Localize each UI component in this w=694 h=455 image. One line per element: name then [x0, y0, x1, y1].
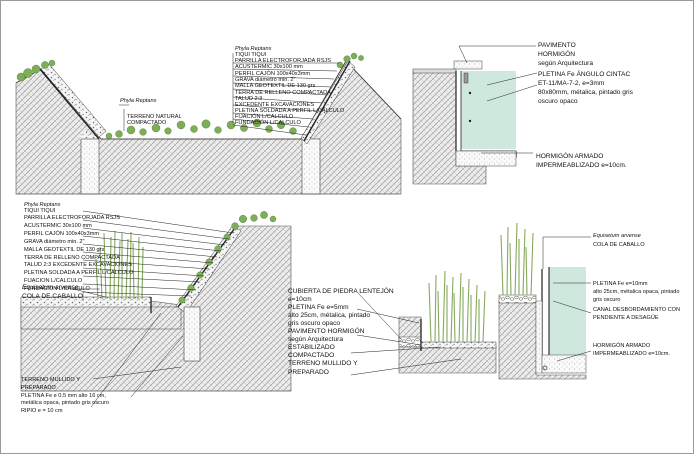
spec-label: PLETINA Fe ÁNGULO CINTAC	[538, 69, 630, 78]
spec-label: PREPARADO	[21, 385, 56, 391]
spec-label: según Arquitectura	[538, 60, 593, 67]
spec-label: PERFIL CAJÓN 100x40x3mm	[24, 230, 99, 237]
spec-label: TALUD 2:3	[235, 96, 262, 102]
species-label: Phyla Reptans	[24, 202, 61, 208]
spec-label: PAVIMENTO	[538, 42, 576, 49]
reed-icon	[500, 222, 534, 296]
spec-label: PARRILLA ELECTROFORJADA RSJS	[24, 215, 120, 221]
species-label: Phyla Reptans	[120, 98, 157, 104]
shrub-icon	[16, 52, 364, 140]
spec-label: PAVIMENTO HORMIGÓN	[288, 326, 365, 335]
spec-label: IMPERMEABLIZADO e=10cm.	[536, 162, 627, 169]
spec-label: TERRENO MULLIDO Y	[21, 377, 80, 383]
spec-label: HORMIGÓN	[538, 49, 575, 58]
species-label: Equisetum arvense	[593, 233, 641, 239]
spec-label: FIJACIÓN L/CALCULO	[235, 113, 294, 120]
terrain-label: TERRENO NATURAL	[127, 114, 182, 120]
section-2: PAVIMENTO HORMIGÓN según Arquitectura PL…	[412, 42, 634, 185]
spec-label: FUNDACION L/CALCULO	[24, 286, 91, 292]
spec-label: PLETINA Fe e=5mm	[288, 304, 349, 311]
section-4: CUBIERTA DE PIEDRA LENTEJÓN e=10cm PLETI…	[288, 270, 497, 376]
foundation-right	[301, 138, 321, 195]
spec-label: PLETINA SOLDADA A PERFIL L/CALCULO	[235, 108, 345, 114]
terrain-label: COMPACTADO	[127, 120, 167, 126]
spec-label: Phyla Reptans	[235, 46, 272, 52]
spec-label: FIJACION L/CALCULO	[24, 278, 83, 284]
reed-icon	[95, 230, 144, 300]
spec-label: TALUD 2:3 EXCEDENTE EXCAVACIONES	[24, 262, 132, 268]
species-label: COLA DE CABALLO	[22, 293, 83, 300]
spec-label: MALLA GEOTEXTIL DE 130 grs	[235, 83, 316, 89]
water-body	[461, 71, 516, 149]
foundation-left	[80, 138, 100, 195]
spec-label: PREPARADO	[288, 369, 329, 376]
water-body	[549, 267, 586, 355]
spec-label: e=10cm	[288, 296, 312, 303]
spec-label: PERFIL CAJÓN 100x40x3mm	[235, 70, 310, 77]
spec-label: PARRILLA ELECTROFORJADA RSJS	[235, 58, 331, 64]
section-3: Phyla Reptans TIQUI TIQUI PARRILLA ELECT…	[20, 202, 292, 414]
spec-label: TIQUI TIQUI	[235, 52, 267, 58]
spec-label: TERRA DE RELLENO COMPACTADA	[235, 90, 331, 96]
spec-label: EXCEDENTE EXCAVACIONES	[235, 102, 314, 108]
spec-label: alto 25cm, métalica opaca, pintado	[593, 289, 679, 295]
spec-label: FUNDACIÓN L/CALCULO	[235, 119, 302, 126]
spec-label: CANAL DESBORDAMIENTO CON	[593, 307, 680, 313]
spec-label: metálica opaca, pintado gris oscuro	[21, 400, 109, 406]
spec-label: PLETINA Fe e=10mm	[593, 281, 648, 287]
spec-label: PENDIENTE A DESAGÜE	[593, 314, 659, 321]
spec-label: ESTABILIZADO	[288, 344, 335, 351]
spec-label: PLETINA Fe e 0.5 mm alto 16 cm,	[21, 393, 106, 399]
spec-label: CUBIERTA DE PIEDRA LENTEJÓN	[288, 286, 394, 295]
reed-icon	[428, 270, 486, 343]
spec-label: GRAVA diámetro min. 2"	[235, 77, 296, 83]
spec-label: TIQUI TIQUI	[24, 208, 56, 214]
species-label: Equisetum arvense	[22, 284, 79, 291]
spec-label: ACUSTERMIC 30x100 mm	[24, 223, 92, 229]
spec-label: GRAVA diámetro min. 2"	[24, 239, 85, 245]
spec-label: oscuro opaco	[538, 98, 578, 105]
spec-label: 80x80mm, métalica, pintado gris	[538, 89, 634, 96]
spec-label: PLETINA SOLDADA A PERFIL L/CALCULO	[24, 270, 134, 276]
section-1: Phyla Reptans TERRENO NATURAL COMPACTADO…	[15, 46, 402, 195]
spec-label: MALLA GEOTEXTIL DE 130 grs	[24, 247, 105, 253]
species-label: COLA DE CABALLO	[593, 242, 645, 248]
spec-label: COMPACTADO	[288, 352, 334, 359]
spec-label: ACUSTERMIC 30x100 mm	[235, 64, 303, 70]
spec-label: gris oscuro	[593, 297, 620, 303]
spec-label: TERRENO MULLIDO Y	[288, 360, 358, 367]
spec-label: gris oscuro opaco	[288, 320, 340, 327]
spec-label: alto 25cm, métalica, pintado	[288, 312, 370, 319]
spec-label: según Arquitectura	[288, 336, 343, 343]
spec-label: RIPIO e = 10 cm	[21, 408, 63, 414]
spec-label: HORMIGÓN ARMADO	[593, 342, 651, 349]
section-5: Equisetum arvense COLA DE CABALLO PLETIN…	[498, 222, 680, 380]
spec-label: TERRA DE RELLENO COMPACTADA	[24, 255, 120, 261]
spec-label: HORMIGÓN ARMADO	[536, 151, 603, 160]
spec-label: IMPERMEABLIZADO e=10cm.	[593, 351, 670, 357]
spec-label: ET-11/MA-7-2, e=3mm	[538, 80, 605, 87]
